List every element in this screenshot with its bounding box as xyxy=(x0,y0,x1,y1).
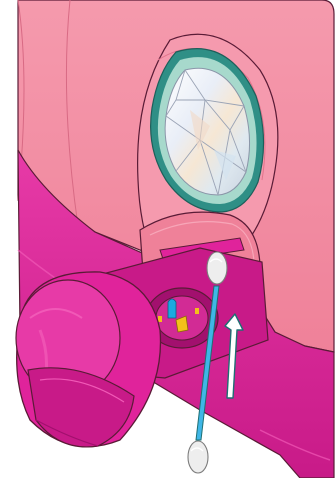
contact-blue xyxy=(168,299,176,318)
side-knob xyxy=(16,272,161,447)
